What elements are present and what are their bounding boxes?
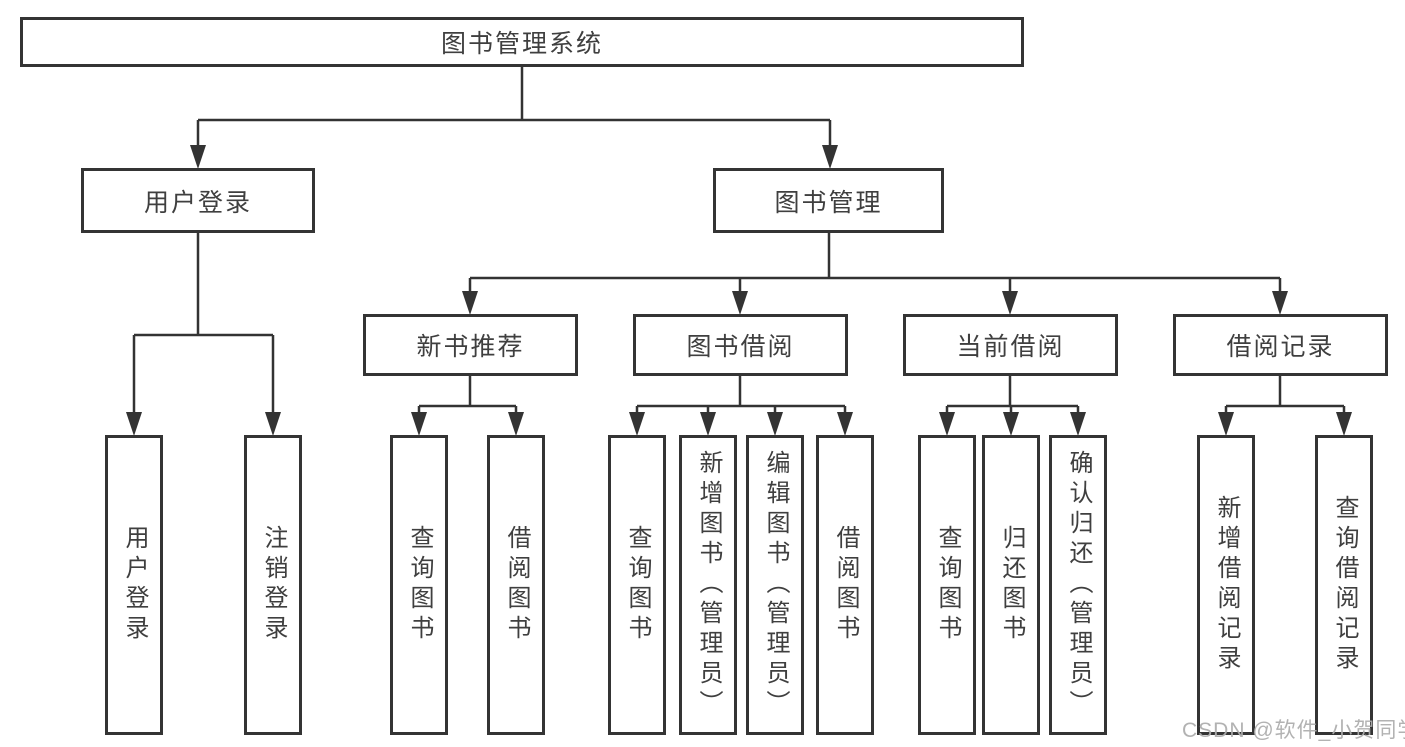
connector-current-borrow-children — [945, 376, 1080, 413]
leaf-node-logout: 注销登录 — [244, 435, 302, 735]
leaf-label: 确认归还（管理员） — [1065, 450, 1092, 720]
node-borrow-records: 借阅记录 — [1173, 314, 1388, 376]
leaf-label: 用户登录 — [121, 525, 148, 645]
leaf-label: 新增图书（管理员） — [695, 450, 722, 720]
connector-borrow-records-children — [1224, 376, 1346, 413]
node-root: 图书管理系统 — [20, 17, 1024, 67]
leaf-node-user-login: 用户登录 — [105, 435, 163, 735]
node-new-book-recommend: 新书推荐 — [363, 314, 578, 376]
leaf-label: 新增借阅记录 — [1213, 495, 1240, 675]
leaf-node-query-books-3: 查询图书 — [918, 435, 976, 735]
leaf-node-confirm-return-admin: 确认归还（管理员） — [1049, 435, 1107, 735]
leaf-node-borrow-books-1: 借阅图书 — [487, 435, 545, 735]
leaf-label: 查询图书 — [406, 525, 433, 645]
leaf-label: 注销登录 — [260, 525, 287, 645]
leaf-node-return-books: 归还图书 — [982, 435, 1040, 735]
leaf-label: 借阅图书 — [503, 525, 530, 645]
node-borrow-records-label: 借阅记录 — [1226, 333, 1335, 361]
leaf-node-edit-books-admin: 编辑图书（管理员） — [746, 435, 804, 735]
node-current-borrow: 当前借阅 — [903, 314, 1118, 376]
connector-book-management-children — [468, 233, 1282, 292]
node-book-management-label: 图书管理 — [774, 188, 883, 217]
watermark: CSDN @软件_小贺同学 — [1182, 719, 1405, 742]
leaf-label: 查询图书 — [934, 525, 961, 645]
node-current-borrow-label: 当前借阅 — [956, 333, 1065, 361]
node-book-borrow: 图书借阅 — [633, 314, 848, 376]
leaf-label: 归还图书 — [998, 525, 1025, 645]
leaf-label: 编辑图书（管理员） — [762, 450, 789, 720]
connector-book-borrow-children — [635, 376, 847, 413]
node-new-book-recommend-label: 新书推荐 — [416, 333, 525, 361]
node-root-label: 图书管理系统 — [440, 30, 603, 58]
leaf-node-add-books-admin: 新增图书（管理员） — [679, 435, 737, 735]
leaf-label: 查询借阅记录 — [1331, 495, 1358, 675]
node-user-login-label: 用户登录 — [143, 188, 252, 217]
leaf-node-borrow-books-2: 借阅图书 — [816, 435, 874, 735]
arrowheads — [126, 145, 1352, 436]
node-book-borrow-label: 图书借阅 — [686, 333, 795, 361]
leaf-node-query-books-2: 查询图书 — [608, 435, 666, 735]
leaf-node-add-borrow-record: 新增借阅记录 — [1197, 435, 1255, 735]
connector-root-to-level2 — [196, 67, 832, 146]
node-user-login: 用户登录 — [81, 168, 315, 233]
leaf-node-query-books-1: 查询图书 — [390, 435, 448, 735]
leaf-node-query-borrow-record: 查询借阅记录 — [1315, 435, 1373, 735]
node-book-management: 图书管理 — [713, 168, 944, 233]
leaf-label: 查询图书 — [624, 525, 651, 645]
connector-user-login-children — [132, 233, 275, 413]
connector-new-books-children — [417, 376, 518, 413]
leaf-label: 借阅图书 — [832, 525, 859, 645]
